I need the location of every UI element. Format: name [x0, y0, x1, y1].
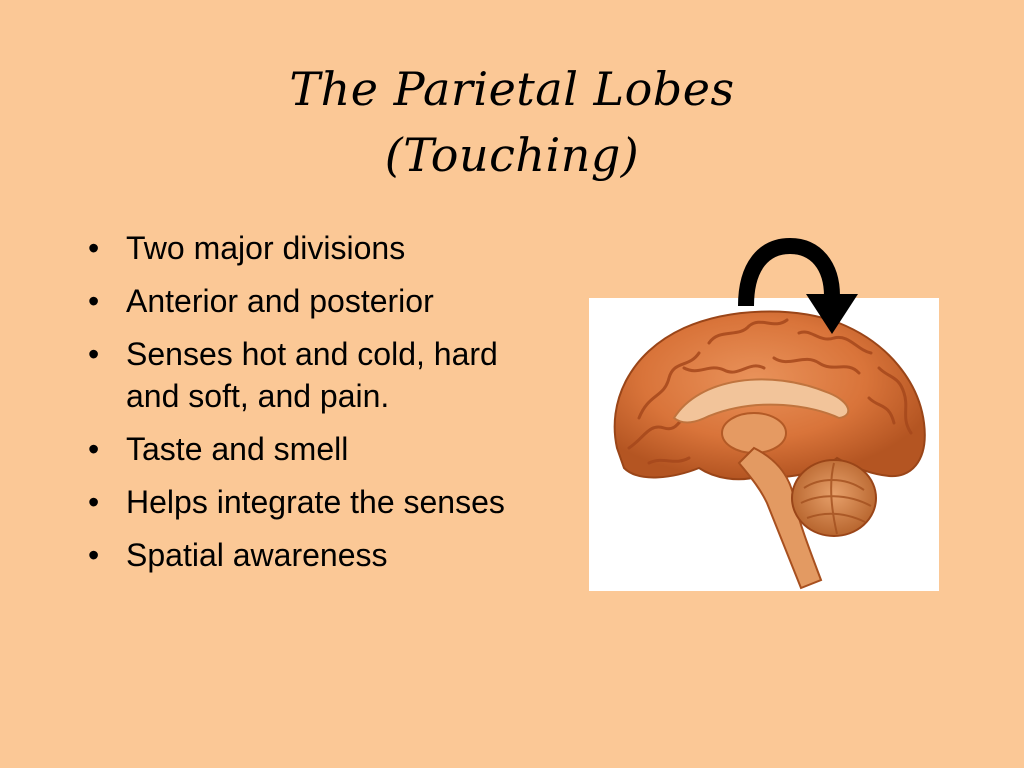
bullet-item: • Two major divisions: [88, 227, 508, 269]
title-line-1: The Parietal Lobes: [289, 62, 735, 116]
bullet-text: Two major divisions: [126, 230, 406, 266]
bullet-text: Anterior and posterior: [126, 283, 434, 319]
bullet-text: Helps integrate the senses: [126, 484, 505, 520]
brain-image: [589, 298, 939, 591]
bullet-dot: •: [88, 484, 100, 520]
slide-title: The Parietal Lobes (Touching): [112, 56, 912, 188]
bullet-item: • Taste and smell: [88, 428, 508, 470]
bullet-dot: •: [88, 336, 100, 372]
bullet-text: Senses hot and cold, hard and soft, and …: [126, 336, 498, 414]
bullet-item: • Spatial awareness: [88, 534, 508, 576]
bullet-text: Taste and smell: [126, 431, 349, 467]
bullet-list: • Two major divisions • Anterior and pos…: [88, 227, 508, 587]
curved-arrow-down-icon: [738, 237, 858, 334]
bullet-dot: •: [88, 431, 100, 467]
bullet-item: • Anterior and posterior: [88, 280, 508, 322]
bullet-text: Spatial awareness: [126, 537, 388, 573]
title-line-2: (Touching): [384, 128, 640, 182]
bullet-item: • Senses hot and cold, hard and soft, an…: [88, 333, 508, 417]
bullet-dot: •: [88, 537, 100, 573]
bullet-dot: •: [88, 283, 100, 319]
bullet-item: • Helps integrate the senses: [88, 481, 508, 523]
bullet-dot: •: [88, 230, 100, 266]
brain-sagittal-icon: [613, 310, 926, 590]
